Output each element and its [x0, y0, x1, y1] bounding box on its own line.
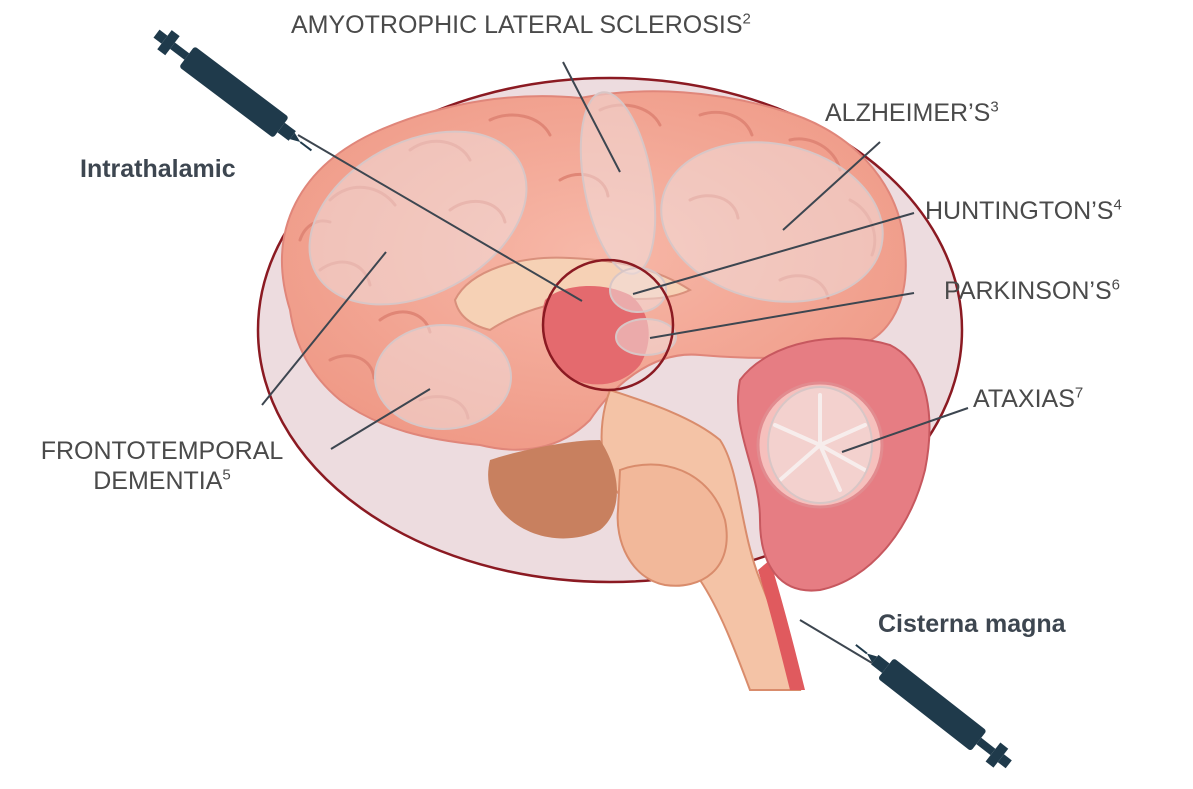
label-ftd-line2-text: DEMENTIA: [93, 467, 222, 495]
label-ataxias-ref: 7: [1075, 385, 1083, 402]
label-parkinsons: PARKINSON’S6: [944, 276, 1120, 306]
route-intrathalamic: Intrathalamic: [80, 155, 236, 184]
label-als-ref: 2: [743, 11, 751, 28]
label-als-text: AMYOTROPHIC LATERAL SCLEROSIS: [291, 11, 743, 39]
label-alzheimers-text: ALZHEIMER’S: [825, 99, 990, 127]
label-alzheimers: ALZHEIMER’S3: [825, 98, 999, 128]
label-huntingtons-ref: 4: [1113, 197, 1121, 214]
temporal-target: [375, 325, 511, 429]
label-alzheimers-ref: 3: [990, 99, 998, 116]
label-ftd-line1: FRONTOTEMPORAL: [12, 436, 312, 466]
leader-cisterna: [800, 620, 872, 663]
syringe-icon: [848, 635, 1017, 775]
label-huntingtons-text: HUNTINGTON’S: [925, 197, 1113, 225]
label-als: AMYOTROPHIC LATERAL SCLEROSIS2: [291, 10, 751, 40]
label-ftd-line2: DEMENTIA5: [12, 466, 312, 496]
syringe-icon: [149, 23, 320, 161]
label-huntingtons: HUNTINGTON’S4: [925, 196, 1122, 226]
label-ataxias-text: ATAXIAS: [973, 385, 1075, 413]
label-ataxias: ATAXIAS7: [973, 384, 1083, 414]
label-ftd: FRONTOTEMPORAL DEMENTIA5: [12, 436, 312, 496]
label-parkinsons-ref: 6: [1112, 277, 1120, 294]
striatum-target: [610, 268, 666, 312]
label-ftd-ref: 5: [222, 467, 230, 484]
cerebellum-target: [768, 387, 872, 503]
label-parkinsons-text: PARKINSON’S: [944, 277, 1112, 305]
route-cisterna-magna: Cisterna magna: [878, 610, 1066, 639]
